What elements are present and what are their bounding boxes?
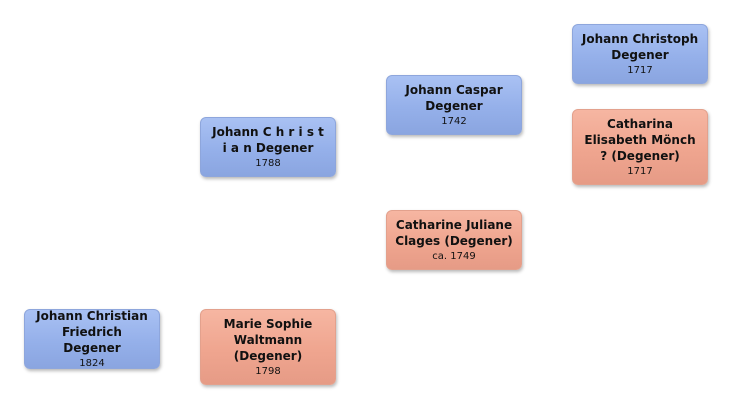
person-catharina-elisabeth-moench[interactable]: Catharina Elisabeth Mönch ? (Degener) 17… bbox=[572, 109, 708, 185]
person-name: Johann Christian Friedrich Degener bbox=[36, 309, 148, 355]
person-year: 1742 bbox=[441, 116, 467, 127]
person-year: 1824 bbox=[79, 358, 105, 369]
person-year: 1798 bbox=[255, 366, 281, 377]
person-year: ca. 1749 bbox=[432, 251, 476, 262]
person-johann-christian-degener[interactable]: Johann C h r i s t i a n Degener 1788 bbox=[200, 117, 336, 177]
person-name: Catharina Elisabeth Mönch ? (Degener) bbox=[584, 117, 696, 163]
person-year: 1717 bbox=[627, 166, 653, 177]
person-name: Johann Caspar Degener bbox=[405, 83, 503, 113]
person-catharine-juliane-clages[interactable]: Catharine Juliane Clages (Degener) ca. 1… bbox=[386, 210, 522, 270]
person-johann-caspar-degener[interactable]: Johann Caspar Degener 1742 bbox=[386, 75, 522, 135]
person-name: Marie Sophie Waltmann (Degener) bbox=[223, 317, 313, 363]
person-name: Johann C h r i s t i a n Degener bbox=[212, 125, 324, 155]
person-year: 1788 bbox=[255, 158, 281, 169]
person-year: 1717 bbox=[627, 65, 653, 76]
person-marie-sophie-waltmann[interactable]: Marie Sophie Waltmann (Degener) 1798 bbox=[200, 309, 336, 385]
person-johann-christoph-degener[interactable]: Johann Christoph Degener 1717 bbox=[572, 24, 708, 84]
person-johann-christian-friedrich-degener[interactable]: Johann Christian Friedrich Degener 1824 bbox=[24, 309, 160, 369]
person-name: Catharine Juliane Clages (Degener) bbox=[395, 218, 513, 248]
person-name: Johann Christoph Degener bbox=[581, 32, 699, 62]
